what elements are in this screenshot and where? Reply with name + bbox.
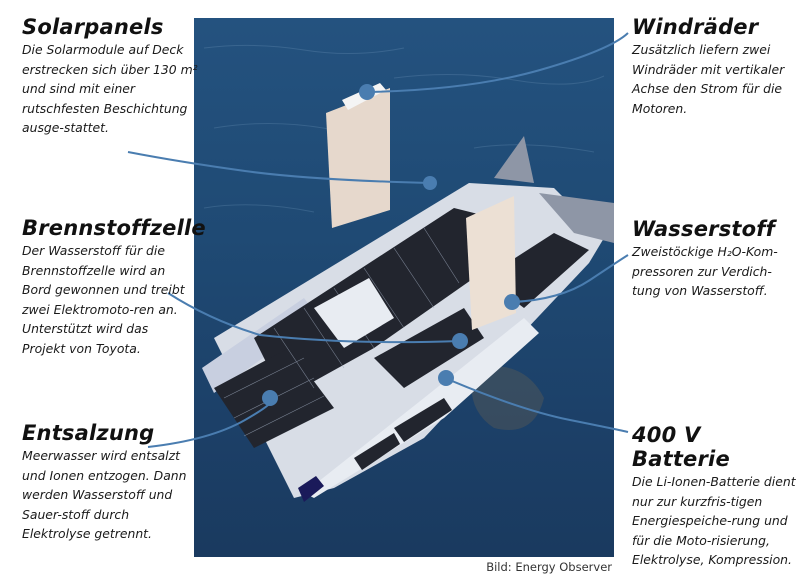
boat-photo [194,18,614,557]
annotation-text: Die Solarmodule auf Deck erstrecken sich… [22,42,198,135]
annotation-batterie: 400 V Batterie Die Li-Ionen-Batterie die… [632,423,800,570]
annotation-brennstoffzelle: Brennstoffzelle Der Wasserstoff für die … [22,216,206,358]
annotation-windraeder: Windräder Zusätzlich liefern zwei Windrä… [632,15,800,118]
annotation-title: 400 V Batterie [632,423,730,471]
annotation-wasserstoff: Wasserstoff Zweistöckige H₂O-Kom-pressor… [632,217,800,301]
annotation-title: Wasserstoff [632,217,775,241]
annotation-title: Windräder [632,15,759,39]
annotation-title: Solarpanels [22,15,164,39]
annotation-text: Die Li-Ionen-Batterie dient nur zur kurz… [632,474,796,567]
annotation-solarpanels: Solarpanels Die Solarmodule auf Deck ers… [22,15,202,138]
annotation-text: Meerwasser wird entsalzt und Ionen entzo… [22,448,187,541]
annotation-entsalzung: Entsalzung Meerwasser wird entsalzt und … [22,421,194,544]
annotation-text: Zweistöckige H₂O-Kom-pressoren zur Verdi… [632,244,778,298]
boat-illustration [202,44,614,502]
annotation-text: Der Wasserstoff für die Brennstoffzelle … [22,243,185,356]
annotation-text: Zusätzlich liefern zwei Windräder mit ve… [632,42,785,116]
annotation-title: Brennstoffzelle [22,216,206,240]
annotation-title: Entsalzung [22,421,155,445]
image-credit: Bild: Energy Observer [486,560,612,574]
